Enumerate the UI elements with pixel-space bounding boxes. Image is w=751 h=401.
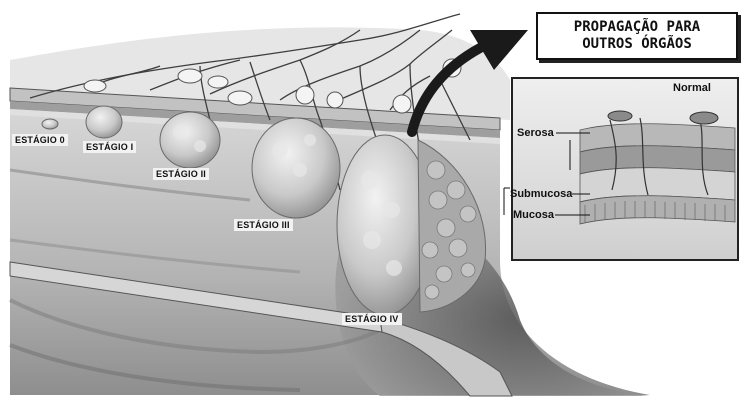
stage-1-label: ESTÁGIO I bbox=[83, 141, 136, 153]
submucosa-label: Submucosa bbox=[510, 188, 572, 200]
tumor-stage-0 bbox=[42, 119, 58, 129]
callout-line-1: PROPAGAÇÃO PARA bbox=[574, 19, 700, 36]
stage-4-label: ESTÁGIO IV bbox=[342, 313, 402, 325]
stage-3-label: ESTÁGIO III bbox=[234, 219, 293, 231]
spread-callout-box: PROPAGAÇÃO PARA OUTROS ÓRGÃOS bbox=[536, 12, 738, 60]
serosa-label: Serosa bbox=[517, 127, 554, 139]
tumor-stage-2 bbox=[160, 112, 220, 168]
tumor-stage-1 bbox=[86, 106, 122, 138]
inset-title: Normal bbox=[673, 82, 711, 94]
stage-0-label: ESTÁGIO 0 bbox=[12, 134, 68, 146]
mucosa-label: Mucosa bbox=[513, 209, 554, 221]
callout-line-2: OUTROS ÓRGÃOS bbox=[582, 36, 692, 53]
stage-2-label: ESTÁGIO II bbox=[153, 168, 209, 180]
